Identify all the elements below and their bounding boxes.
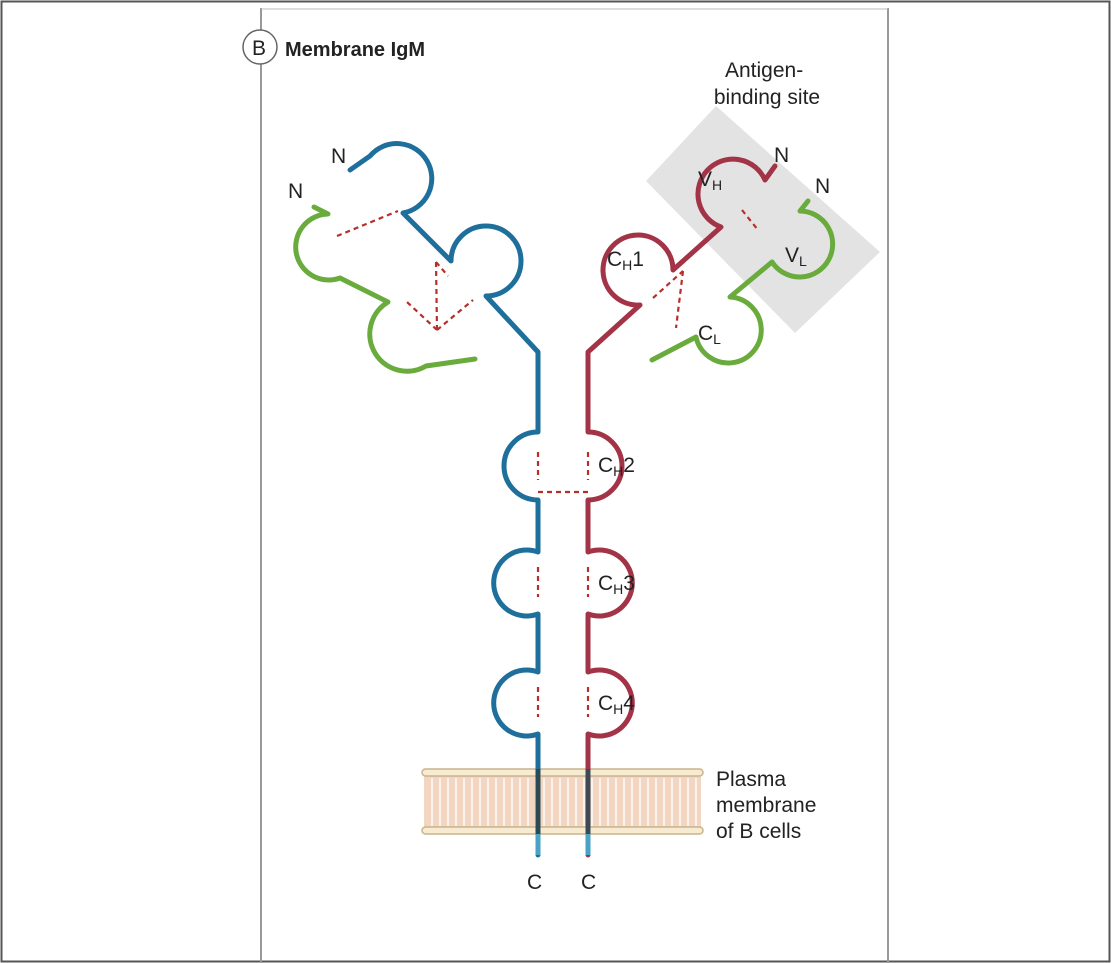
disulfide-bond-right-vh-vl xyxy=(741,209,759,231)
panel-title: Membrane IgM xyxy=(285,39,425,61)
antigen-binding-site-highlight xyxy=(646,106,880,333)
n-terminus-left-heavy: N xyxy=(331,145,346,168)
n-terminus-right-light: N xyxy=(815,175,830,198)
c-terminus-right: C xyxy=(581,871,596,894)
domain-label-ch4: CH4 xyxy=(598,692,635,717)
n-terminus-left-light: N xyxy=(288,180,303,203)
light-chain-left xyxy=(293,204,478,374)
disulfide-bond-left-vh-vl xyxy=(336,209,399,238)
disulfide-bond-right-ch1-cl-b xyxy=(674,270,685,329)
heavy-chain-right xyxy=(585,156,778,858)
c-terminus-left: C xyxy=(527,871,542,894)
plasma-membrane-label: Plasma membrane of B cells xyxy=(716,768,822,843)
antigen-binding-site-label: Antigen- binding site xyxy=(714,59,820,109)
panel-badge-letter: B xyxy=(252,37,266,60)
disulfide-bond-left-ch1-cl-b xyxy=(436,299,474,331)
domain-label-ch3: CH3 xyxy=(598,572,635,597)
domain-label-ch1: CH1 xyxy=(607,248,644,273)
plasma-membrane xyxy=(421,768,704,835)
light-chain-right xyxy=(649,198,836,366)
disulfide-bond-left-ch1-cl-a xyxy=(406,301,438,331)
domain-label-cl: CL xyxy=(698,322,721,347)
disulfide-bond-left-ch1-cl-c xyxy=(434,261,439,331)
disulfide-bond-right-ch1-cl-a xyxy=(652,270,684,299)
disulfide-bonds xyxy=(336,209,759,717)
n-terminus-right-heavy: N xyxy=(774,144,789,167)
heavy-chain-left xyxy=(347,141,541,858)
panel-badge xyxy=(242,29,278,65)
domain-label-vh: VH xyxy=(698,168,722,193)
domain-label-ch2: CH2 xyxy=(598,454,635,479)
disulfide-bond-left-ch1-cl-d xyxy=(435,261,449,277)
domain-label-vl: VL xyxy=(785,244,807,269)
